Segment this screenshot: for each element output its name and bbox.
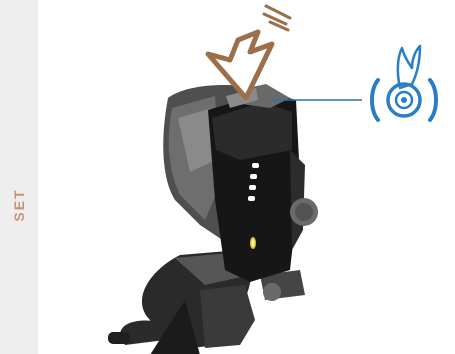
led-1 (252, 163, 259, 168)
led-3 (249, 185, 256, 190)
device-body (163, 84, 318, 282)
led-4 (248, 196, 255, 201)
led-2 (250, 174, 257, 179)
winged-wheel-icon (372, 46, 436, 120)
double-down-arrow-icon (208, 6, 290, 98)
